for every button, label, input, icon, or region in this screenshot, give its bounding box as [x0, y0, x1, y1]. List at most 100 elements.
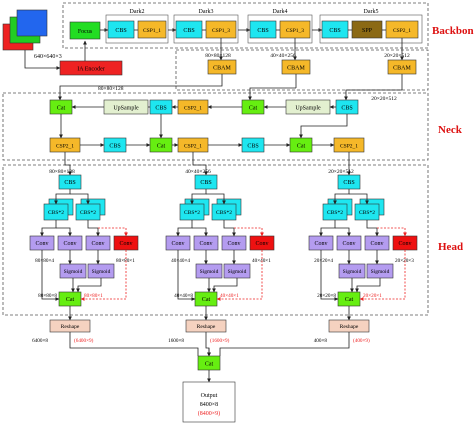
head-b2-cbs-label: CBS: [200, 180, 211, 186]
output-label: Output: [201, 393, 218, 399]
head-b2-dim-red: 40×40×1: [220, 293, 239, 299]
neck-upsample-2-label: UpSample: [295, 106, 321, 112]
head-b2-cbs2-l-label: CBS*2: [184, 210, 200, 216]
neck-cat-3-label: Cat: [157, 144, 166, 150]
dark5-spp-label: SPP: [362, 28, 373, 34]
dark4-label: Dark4: [273, 9, 288, 15]
head-b3-to-cbs2l: [333, 189, 350, 205]
head-b1-conv4-to-cat: [80, 250, 127, 301]
focus-box: [69, 21, 101, 40]
head-b3-sigmoid-2-label: Sigmoid: [371, 269, 390, 275]
dark3-frame: [173, 14, 239, 44]
head-b1-sigmoid-1-label: Sigmoid: [64, 269, 83, 275]
dim-80-under-label: 80×80×128: [98, 86, 124, 92]
head-b3-sigmoid-1-label: Sigmoid: [343, 269, 362, 275]
head-b3-cbs2l-to-conv2: [335, 227, 351, 237]
cbam-1-label: CBAM: [213, 66, 231, 72]
neck-out-40: [192, 152, 208, 176]
head-b2-dim-box: 40×40×4: [171, 258, 190, 264]
head-b3-cbs2-r-label: CBS*2: [359, 210, 375, 216]
head-frame: [2, 164, 429, 316]
head-b2-cbs2l-to-conv2: [192, 227, 208, 237]
head-b3-cbs2r-to-conv4: [377, 227, 407, 237]
head-b1-cbs2-r-label: CBS*2: [80, 210, 96, 216]
neck-out-80: [64, 152, 72, 176]
head-b2-to-cbs2l: [190, 189, 207, 205]
head-b1-dim-out: 80×80×8: [38, 293, 57, 299]
head-b3-conv-4-label: Conv: [398, 241, 411, 247]
head-b1-conv-3-label: Conv: [91, 241, 104, 247]
head-b1-cbs2-l-label: CBS*2: [48, 210, 64, 216]
head-b1-cbs2l-to-conv1: [40, 220, 57, 237]
head-b3-dim-in: 20×20×512: [328, 169, 354, 175]
head-b3-dim-out: 20×20×8: [317, 293, 336, 299]
head-b3-dim-box: 20×20×4: [314, 258, 333, 264]
output-dim: 8400×8: [200, 402, 218, 408]
dark2-csp-label: CSP1_1: [143, 28, 161, 34]
cbam2-to-cat-line-b: [248, 87, 296, 101]
neck-cbs-1-label: CBS: [155, 106, 166, 112]
head-b2-conv-1-label: Conv: [171, 241, 184, 247]
head-b2-cat-label: Cat: [202, 297, 211, 303]
head-b3-conv-2-label: Conv: [342, 241, 355, 247]
head-b1-sig2-to-cat: [76, 278, 102, 293]
dark5-spp: [351, 20, 383, 39]
head-b3-cbs-label: CBS: [343, 180, 354, 186]
cbam-2-label: CBAM: [287, 66, 305, 72]
head-b3-dim-red: 20×20×1: [363, 293, 382, 299]
input-image-stack: [2, 9, 48, 51]
head-b1-flat-red: (6400×9): [74, 337, 94, 344]
head-b2-sig2-to-cat: [212, 278, 238, 293]
dark2-csp: [137, 20, 167, 39]
neck-csp-1-label: CSP2_1: [184, 106, 202, 112]
head-b1-to-cbs2l: [54, 189, 71, 205]
dark5-label: Dark5: [364, 9, 379, 15]
head-b2-to-cbs2r: [206, 193, 226, 205]
head-b2-flat-red: (1600×9): [210, 337, 230, 344]
final-cat-label: Cat: [205, 362, 214, 368]
dim-20-label: 20×20×512: [384, 53, 410, 59]
head-b2-cbs2-r-label: CBS*2: [216, 210, 232, 216]
head-b2-reshape-label: Reshape: [197, 324, 216, 330]
head-b1-reshape-label: Reshape: [61, 324, 80, 330]
head-b2-dim-out: 40×40×8: [174, 293, 193, 299]
input-to-ia-line: [24, 50, 61, 70]
cbam1-to-cat-line: [58, 74, 223, 101]
dim-80-label: 80×80×128: [205, 53, 231, 59]
focus-label: Focus: [78, 29, 93, 35]
head-b1-to-cbs2r: [70, 193, 90, 205]
dark4-csp-label: CSP1_3: [286, 28, 304, 34]
head-b2-sigmoid-1-label: Sigmoid: [200, 269, 219, 275]
input-size-label: 640×640×3: [34, 54, 62, 60]
head-b1-dim-in: 80×80×128: [49, 169, 75, 175]
head-b1-cbs2r-to-conv3: [87, 220, 100, 237]
dim-40-label: 40×40×256: [270, 53, 296, 59]
head-b1-conv-2-label: Conv: [63, 241, 76, 247]
neck-csp-4-label: CSP2_1: [340, 144, 358, 150]
dark4-frame: [247, 14, 313, 44]
head-b2-dim-in: 40×40×256: [185, 169, 211, 175]
neck-cat-1-label: Cat: [57, 106, 66, 112]
cbam-3-label: CBAM: [393, 66, 411, 72]
head-b2-conv-2-label: Conv: [199, 241, 212, 247]
head-b1-cat-label: Cat: [66, 297, 75, 303]
head-b1-cbs2l-to-conv2: [56, 227, 72, 237]
head-b3-conv-3-label: Conv: [370, 241, 383, 247]
backbone-frame: [62, 2, 429, 49]
head-b3-cbs2r-to-conv3: [366, 220, 379, 237]
head-b2-reshape-to-final: [205, 332, 211, 357]
dark5-csp-label: CSP2_1: [393, 28, 411, 34]
dark3-label: Dark3: [199, 9, 214, 15]
output-box: [182, 381, 236, 423]
dark2-frame: [105, 14, 169, 44]
dark5-cbs: [321, 20, 349, 39]
head-b2-conv4-to-cat: [216, 250, 263, 301]
ia-encoder-box: [59, 60, 123, 76]
neck-csp-3-label: CSP2_1: [184, 144, 202, 150]
neck-cbs-3-label: CBS: [109, 144, 120, 150]
head-b2-conv-3-label: Conv: [227, 241, 240, 247]
head-b3-cat-label: Cat: [345, 297, 354, 303]
head-b3-reshape-label: Reshape: [340, 324, 359, 330]
